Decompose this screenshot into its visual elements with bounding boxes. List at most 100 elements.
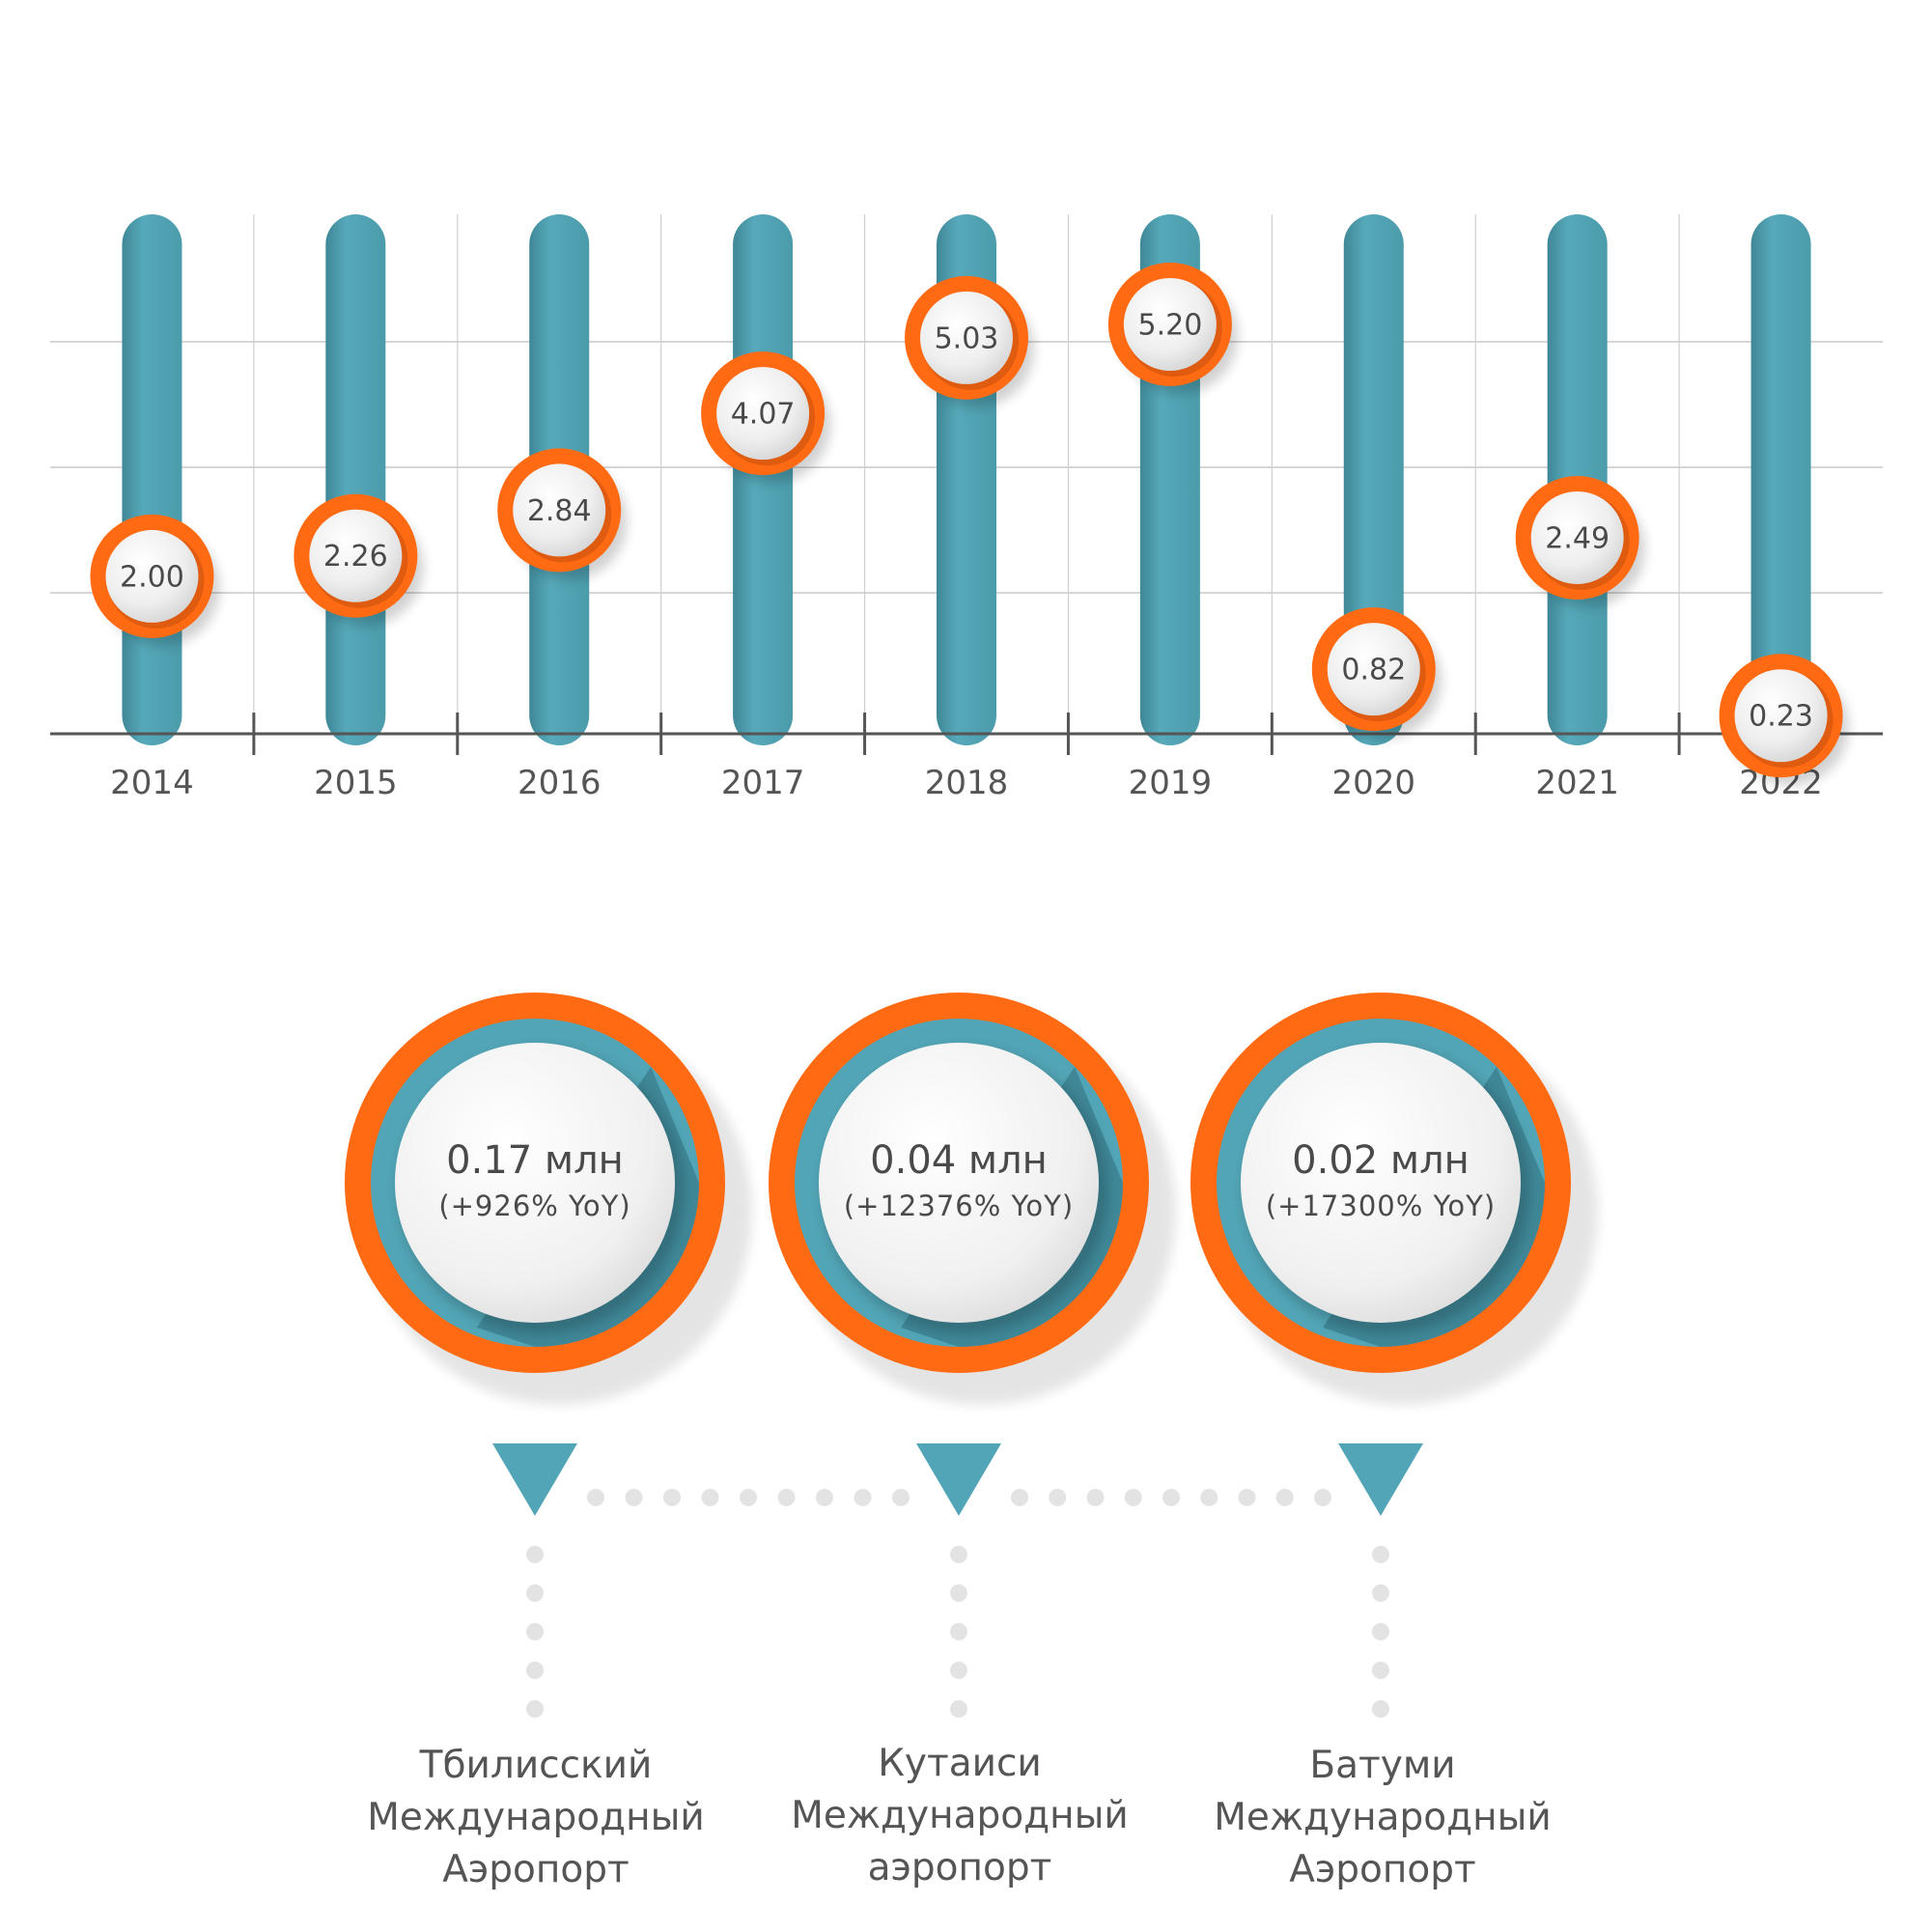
value-marker: 2.00: [90, 514, 220, 646]
value-marker: 2.49: [1515, 475, 1645, 607]
connector-dot: [950, 1662, 967, 1679]
value-marker: 5.20: [1107, 263, 1238, 394]
airport-label-batumi: Батуми Международный Аэропорт: [1180, 1740, 1585, 1896]
connector-dot: [526, 1584, 544, 1602]
connector-dot: [1372, 1662, 1389, 1679]
airport-circles: 0.17 млн (+926% YoY) 0.04 млн (+12376% YoY)…: [345, 993, 1598, 1405]
value-marker: 2.26: [294, 493, 424, 626]
pointer-triangle: [492, 1443, 577, 1516]
connector-dot: [1086, 1489, 1105, 1506]
marker-face: [920, 291, 1013, 384]
connector-dot: [1200, 1489, 1218, 1506]
pointer-triangle: [916, 1443, 1001, 1516]
connector-dot: [950, 1546, 967, 1563]
airport-circle: 0.17 млн (+926% YoY): [345, 993, 752, 1405]
connector-dot: [1238, 1489, 1256, 1506]
connector-dot: [587, 1489, 604, 1506]
connector-dot: [777, 1489, 796, 1506]
bar: [325, 214, 386, 745]
airport-name-line: Международный: [791, 1794, 1129, 1837]
airport-name-line: Международный: [367, 1796, 705, 1839]
pointer-triangle: [1338, 1443, 1423, 1516]
connector-dot: [950, 1623, 967, 1640]
x-tick-label: 2014: [110, 764, 194, 802]
x-tick-label: 2021: [1535, 764, 1619, 802]
data-label: 4.07: [731, 398, 796, 432]
connector-dot: [1372, 1623, 1389, 1640]
value-marker: 2.84: [497, 448, 628, 580]
connector-dot: [740, 1489, 757, 1506]
airport-label-kutaisi: Кутаиси Международный аэропорт: [757, 1738, 1162, 1894]
connector-dot: [1372, 1546, 1389, 1563]
marker-face: [716, 367, 810, 461]
connector-dot: [1314, 1489, 1331, 1506]
value-marker: 0.23: [1719, 654, 1849, 786]
x-tick-label: 2017: [721, 764, 805, 802]
airport-circle: 0.04 млн (+12376% YoY): [769, 993, 1176, 1405]
airport-name-line: Аэропорт: [1289, 1848, 1476, 1891]
connector-dot: [701, 1489, 719, 1506]
marker-face: [309, 509, 403, 602]
x-tick-label: 2020: [1332, 764, 1416, 802]
airport-name-line: Тбилисский: [419, 1744, 653, 1787]
airport-name-line: Аэропорт: [442, 1848, 630, 1891]
data-label: 2.49: [1545, 521, 1610, 555]
connector-dot: [1049, 1489, 1067, 1506]
connector-dot: [892, 1489, 910, 1506]
airport-label-tbilisi: Тбилисский Международный Аэропорт: [333, 1740, 739, 1896]
connector-dot: [625, 1489, 643, 1506]
value-marker: 5.03: [905, 275, 1034, 407]
connector-dot: [526, 1700, 544, 1718]
circle-face: [819, 1043, 1099, 1323]
connector-dot: [1372, 1700, 1389, 1718]
x-tick-label: 2018: [925, 764, 1009, 802]
data-label: 2.84: [527, 494, 592, 528]
marker-face: [1734, 669, 1828, 763]
connector-dot: [854, 1489, 872, 1506]
airport-yoy: (+12376% YoY): [844, 1189, 1074, 1222]
x-tick-label: 2015: [314, 764, 398, 802]
marker-face: [513, 463, 606, 557]
connector-dot: [663, 1489, 681, 1506]
connector-dot: [1372, 1584, 1389, 1602]
data-label: 5.03: [935, 322, 999, 355]
connector-dot: [1162, 1489, 1180, 1506]
data-label: 5.20: [1137, 309, 1202, 343]
connector-dot: [526, 1546, 544, 1563]
connector-dot: [950, 1700, 967, 1718]
airport-circle: 0.02 млн (+17300% YoY): [1190, 993, 1598, 1405]
connector-dot: [1124, 1489, 1142, 1506]
marker-face: [1123, 278, 1217, 371]
airport-name-line: Кутаиси: [878, 1742, 1042, 1785]
airport-name-line: Батуми: [1309, 1744, 1456, 1787]
connector-dot: [1011, 1489, 1028, 1506]
marker-face: [105, 529, 199, 623]
airport-value: 0.02 млн: [1292, 1138, 1470, 1183]
airport-name-line: аэропорт: [867, 1846, 1052, 1889]
airport-name-line: Международный: [1214, 1796, 1552, 1839]
connector-dot: [950, 1584, 967, 1602]
airport-value: 0.04 млн: [870, 1138, 1048, 1183]
circle-face: [1241, 1043, 1521, 1323]
connector-dot: [526, 1623, 544, 1640]
data-label: 2.26: [323, 540, 388, 574]
x-tick-label: 2019: [1129, 764, 1213, 802]
x-tick-label: 2016: [518, 764, 602, 802]
connector-dot: [816, 1489, 833, 1506]
airport-value: 0.17 млн: [446, 1138, 624, 1183]
airport-yoy: (+17300% YoY): [1266, 1189, 1496, 1222]
airport-yoy: (+926% YoY): [438, 1189, 630, 1222]
value-markers: 2.00 2.26 2.84 4.07 5.03 5.20 0.82 2.49 0.23: [90, 263, 1849, 786]
dotted-connectors: [492, 1443, 1423, 1718]
connector-dot: [526, 1662, 544, 1679]
data-label: 0.23: [1749, 700, 1813, 734]
marker-face: [1530, 490, 1624, 584]
data-label: 0.82: [1341, 654, 1406, 687]
value-marker: 0.82: [1311, 607, 1442, 740]
bar: [122, 214, 182, 745]
value-marker: 4.07: [701, 351, 831, 484]
marker-face: [1327, 623, 1420, 716]
bar: [1750, 214, 1811, 745]
circle-face: [395, 1043, 675, 1323]
